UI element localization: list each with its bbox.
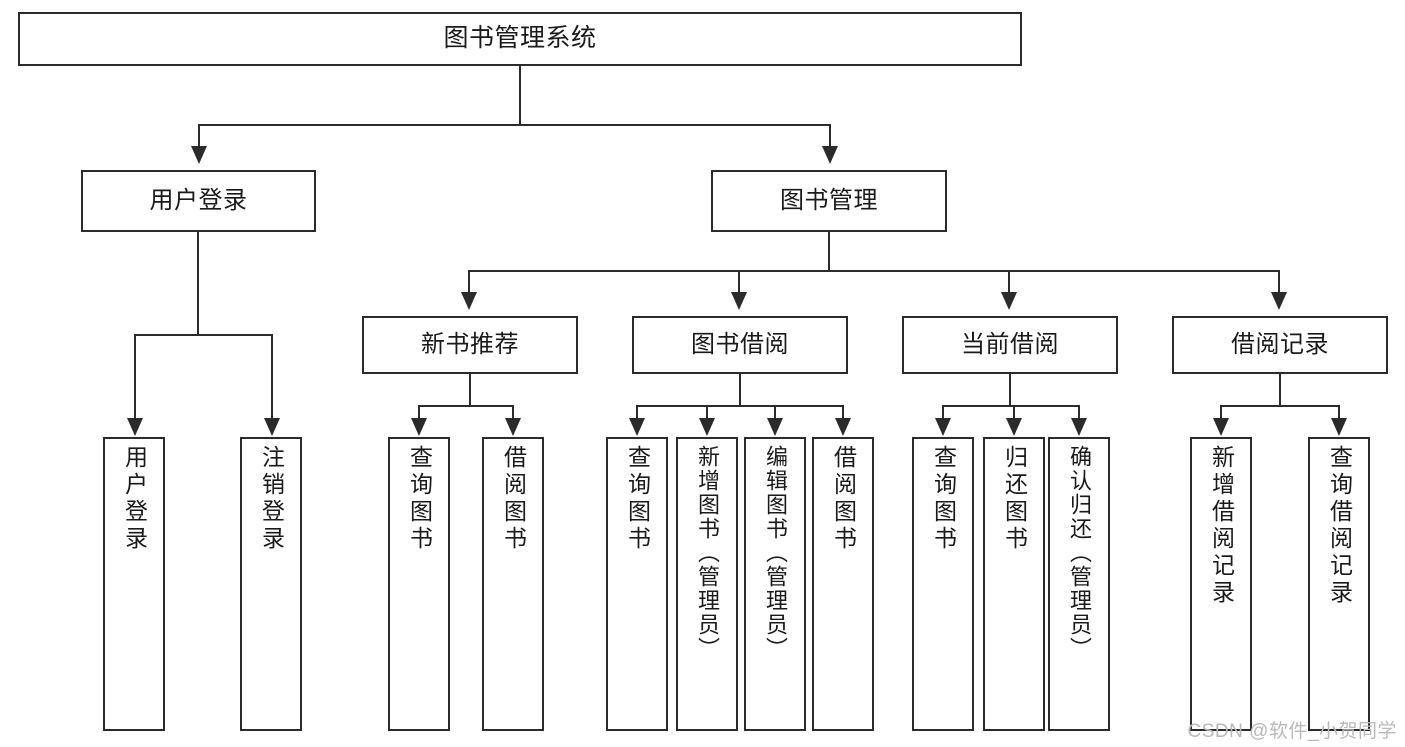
node-label: 用户登录: [149, 186, 248, 214]
connector-book-borrow-drop-2: [706, 405, 708, 419]
connector-user-login-drop-2: [271, 334, 273, 419]
arrow-to-leaf-confirm-return: [1071, 418, 1087, 436]
node-label: 查询图书: [406, 445, 433, 553]
node-label: 新增图书（管理员）: [695, 445, 720, 661]
leaf-query-borrow-record[interactable]: 查询借阅记录: [1308, 437, 1370, 731]
connector-level2-drop-4: [1278, 270, 1280, 292]
node-label: 注销登录: [258, 445, 285, 553]
leaf-borrow-book[interactable]: 借阅图书: [812, 437, 874, 731]
connector-current-borrow-drop-1: [942, 405, 944, 419]
arrow-to-leaf-query-book-2: [629, 418, 645, 436]
node-label: 图书管理系统: [443, 24, 597, 53]
connector-current-borrow-bus: [942, 405, 1079, 407]
node-label: 查询借阅记录: [1326, 445, 1353, 607]
connector-book-borrow-drop-1: [636, 405, 638, 419]
connector-level2-bus: [468, 270, 1280, 272]
node-borrow-record[interactable]: 借阅记录: [1172, 316, 1388, 374]
arrow-to-book-management: [822, 146, 838, 164]
node-root-book-management-system[interactable]: 图书管理系统: [18, 12, 1022, 66]
node-label: 新增借阅记录: [1208, 445, 1235, 607]
node-user-login[interactable]: 用户登录: [81, 170, 316, 232]
leaf-query-book-recommend[interactable]: 查询图书: [388, 437, 450, 731]
leaf-add-borrow-record[interactable]: 新增借阅记录: [1190, 437, 1252, 731]
connector-user-login-bus: [134, 334, 272, 336]
arrow-to-book-borrow: [731, 292, 747, 310]
connector-level2-drop-3: [1008, 270, 1010, 292]
connector-borrow-record-bus: [1220, 405, 1339, 407]
arrow-to-leaf-edit-book: [767, 418, 783, 436]
connector-book-borrow-bus: [636, 405, 843, 407]
arrow-to-user-login: [191, 146, 207, 164]
connector-new-book-stem: [469, 374, 471, 407]
arrow-to-leaf-query-borrow-record: [1331, 418, 1347, 436]
node-label: 当前借阅: [961, 330, 1059, 358]
node-label: 借阅记录: [1231, 330, 1329, 358]
leaf-query-book-borrow[interactable]: 查询图书: [606, 437, 668, 731]
connector-book-borrow-drop-4: [842, 405, 844, 419]
connector-borrow-record-stem: [1279, 374, 1281, 407]
arrow-to-leaf-borrow-book-1: [505, 418, 521, 436]
connector-book-borrow-stem: [739, 374, 741, 407]
arrow-to-borrow-record: [1271, 292, 1287, 310]
node-label: 借阅图书: [500, 445, 527, 553]
arrow-to-leaf-add-book: [699, 418, 715, 436]
node-label: 新书推荐: [421, 330, 519, 358]
node-label: 查询图书: [624, 445, 651, 553]
arrow-to-current-borrow: [1001, 292, 1017, 310]
leaf-return-book[interactable]: 归还图书: [983, 437, 1045, 731]
connector-current-borrow-drop-2: [1013, 405, 1015, 419]
leaf-confirm-return-admin[interactable]: 确认归还（管理员）: [1048, 437, 1110, 731]
node-label: 归还图书: [1001, 445, 1028, 553]
leaf-user-login[interactable]: 用户登录: [103, 437, 165, 731]
connector-new-book-bus: [418, 405, 513, 407]
leaf-query-book-current[interactable]: 查询图书: [912, 437, 974, 731]
arrow-to-leaf-return-book: [1006, 418, 1022, 436]
leaf-borrow-book-recommend[interactable]: 借阅图书: [482, 437, 544, 731]
connector-root-stem: [519, 66, 521, 125]
leaf-edit-book-admin[interactable]: 编辑图书（管理员）: [744, 437, 806, 731]
connector-book-borrow-drop-3: [774, 405, 776, 419]
arrow-to-leaf-borrow-book-2: [835, 418, 851, 436]
connector-borrow-record-drop-1: [1220, 405, 1222, 419]
node-book-borrow[interactable]: 图书借阅: [632, 316, 848, 374]
node-new-book-recommend[interactable]: 新书推荐: [362, 316, 578, 374]
connector-user-login-drop-1: [134, 334, 136, 419]
connector-level2-drop-2: [738, 270, 740, 292]
connector-level1-bus: [198, 124, 831, 126]
connector-borrow-record-drop-2: [1338, 405, 1340, 419]
node-current-borrow[interactable]: 当前借阅: [902, 316, 1118, 374]
node-label: 确认归还（管理员）: [1067, 445, 1092, 661]
connector-book-management-stem: [828, 232, 830, 272]
node-label: 图书管理: [780, 186, 878, 214]
connector-level1-drop-left: [198, 124, 200, 146]
connector-new-book-drop-1: [418, 405, 420, 419]
connector-user-login-stem: [197, 232, 199, 336]
node-label: 用户登录: [121, 445, 148, 553]
connector-current-borrow-drop-3: [1078, 405, 1080, 419]
arrow-to-leaf-user-login: [127, 418, 143, 436]
connector-level2-drop-1: [468, 270, 470, 292]
connector-current-borrow-stem: [1009, 374, 1011, 407]
leaf-add-book-admin[interactable]: 新增图书（管理员）: [676, 437, 738, 731]
connector-level1-drop-right: [829, 124, 831, 146]
arrow-to-leaf-logout: [264, 418, 280, 436]
node-label: 查询图书: [930, 445, 957, 553]
node-book-management[interactable]: 图书管理: [711, 170, 947, 232]
connector-new-book-drop-2: [512, 405, 514, 419]
arrow-to-leaf-query-book-3: [935, 418, 951, 436]
csdn-watermark: CSDN @软件_小贺同学: [1187, 721, 1397, 742]
arrow-to-leaf-add-borrow-record: [1213, 418, 1229, 436]
node-label: 编辑图书（管理员）: [763, 445, 788, 661]
arrow-to-leaf-query-book-1: [411, 418, 427, 436]
node-label: 图书借阅: [691, 330, 789, 358]
node-label: 借阅图书: [830, 445, 857, 553]
arrow-to-new-book-recommend: [461, 292, 477, 310]
leaf-logout[interactable]: 注销登录: [240, 437, 302, 731]
